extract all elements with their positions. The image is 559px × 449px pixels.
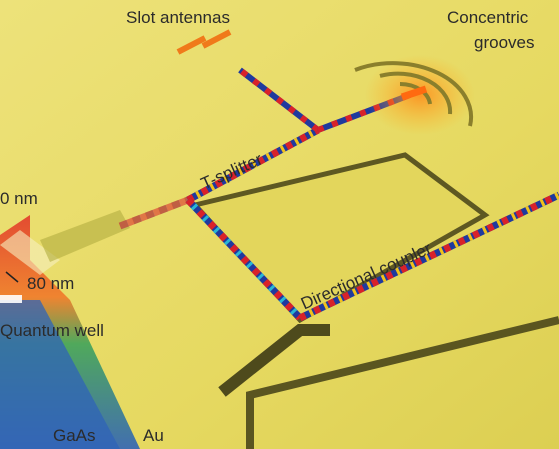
slot-antennas [176, 29, 232, 55]
grooves-feed-pattern [316, 92, 412, 133]
gaas-block [0, 300, 120, 449]
label-gap-80nm: 80 nm [27, 274, 75, 293]
lower-right-groove [218, 324, 330, 397]
label-concentric-grooves-2: grooves [474, 33, 535, 52]
antenna-feed-pattern [238, 67, 320, 133]
coupler-left-arm-pattern [185, 197, 303, 321]
gap-arrow [5, 271, 19, 283]
waveguide-taper [40, 210, 130, 262]
label-gaas: GaAs [53, 426, 96, 445]
chip-top-face [0, 230, 60, 275]
coupler-bottom-arm [298, 191, 559, 322]
quantum-well-stripe [0, 295, 22, 303]
waveguide-network [118, 67, 559, 322]
lower-step-groove [246, 316, 559, 449]
label-slot-antennas: Slot antennas [126, 8, 230, 27]
t-splitter-arm-pattern2 [186, 126, 320, 204]
label-width: 0 nm [0, 189, 38, 208]
label-au: Au [143, 426, 164, 445]
label-quantum-well: Quantum well [0, 321, 104, 340]
label-concentric-grooves-1: Concentric [447, 8, 529, 27]
input-waveguide-base [118, 196, 190, 230]
grooves-hotspot [400, 85, 428, 101]
